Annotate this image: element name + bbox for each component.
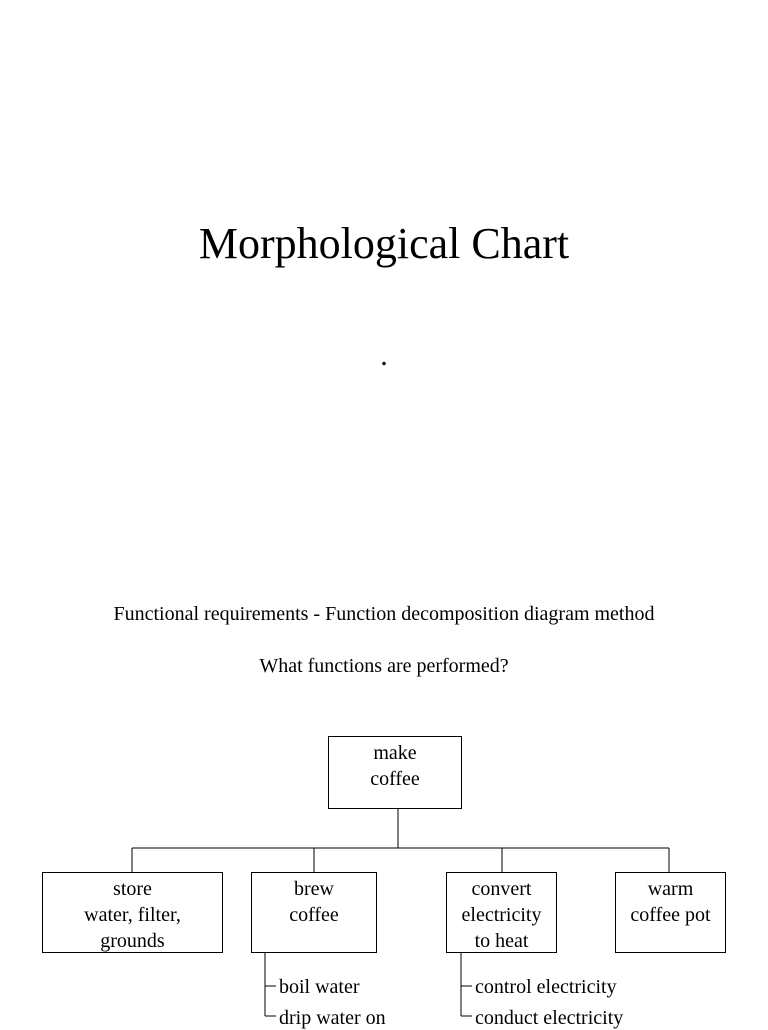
subfunction-boil-water: boil water — [279, 976, 360, 998]
section-heading: Functional requirements - Function decom… — [113, 603, 655, 625]
node-warm-coffee-pot: warm coffee pot — [615, 872, 726, 953]
page-subtitle: . — [380, 339, 388, 372]
subfunction-drip-water: drip water on — [279, 1007, 386, 1029]
page-title: Morphological Chart — [198, 219, 570, 268]
node-brew-coffee: brew coffee — [251, 872, 377, 953]
subfunction-control-electricity: control electricity — [475, 976, 617, 998]
section-question: What functions are performed? — [259, 655, 509, 677]
node-store: store water, filter, grounds — [42, 872, 223, 953]
node-convert-electricity: convert electricity to heat — [446, 872, 557, 953]
node-make-coffee: make coffee — [328, 736, 462, 809]
subfunction-conduct-electricity: conduct electricity — [475, 1007, 624, 1029]
